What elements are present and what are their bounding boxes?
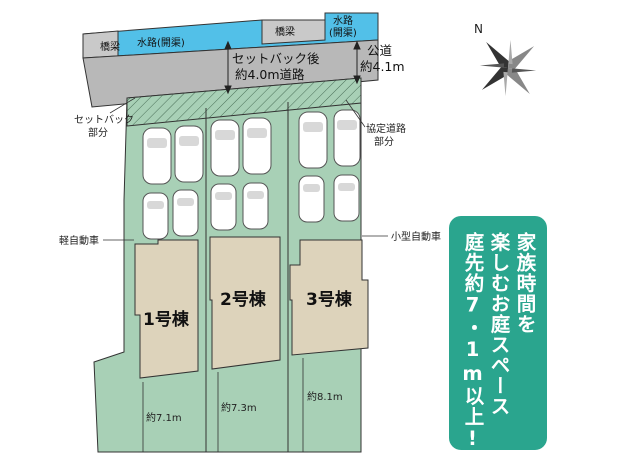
car — [333, 109, 361, 167]
car — [242, 117, 272, 175]
house-2-label: 2号棟 — [220, 289, 267, 310]
car — [298, 175, 325, 223]
house-1 — [134, 239, 199, 379]
agreement-road-label-2: 部分 — [374, 135, 394, 148]
canal-label-left: 水路(開渠) — [137, 36, 185, 49]
canal-label-right-2: (開渠) — [329, 27, 357, 39]
public-road-label: 公道 — [367, 43, 393, 58]
garden-depth-2: 約7.3m — [221, 401, 257, 414]
car — [210, 183, 237, 231]
road-width-label: 約4.0m道路 — [235, 67, 305, 82]
garden-depth-1: 約7.1m — [146, 411, 182, 424]
callout-line-2: 楽しむお庭スペース — [487, 232, 510, 417]
callout-line-3: 庭先約7・1m以上! — [461, 232, 484, 451]
garden-callout: 家族時間を 楽しむお庭スペース 庭先約7・1m以上! — [449, 216, 547, 451]
setback-part-label-2: 部分 — [88, 126, 108, 139]
car — [142, 127, 172, 185]
road-width-arrow — [224, 40, 361, 95]
compass-north-label: N — [474, 22, 483, 36]
road — [82, 39, 379, 108]
bridge-label-left: 橋梁 — [100, 40, 120, 53]
setback-part-label-1: セットバック — [74, 114, 134, 126]
compass-icon — [479, 39, 537, 97]
car — [333, 174, 360, 222]
car — [298, 111, 328, 169]
house-2 — [209, 236, 281, 370]
car — [142, 192, 169, 240]
canal-label-right-1: 水路 — [333, 14, 353, 27]
compact-car-label: 小型自動車 — [391, 230, 441, 243]
callout-line-1: 家族時間を — [513, 232, 536, 335]
public-road-width: 約4.1m — [360, 59, 405, 74]
light-car-label: 軽自動車 — [59, 234, 99, 247]
leader-lines — [103, 97, 388, 241]
car-windows — [147, 120, 357, 209]
bridge-label-right: 橋梁 — [275, 25, 295, 38]
dimension-lines — [138, 358, 308, 453]
agreement-road-label-1: 協定道路 — [366, 122, 406, 135]
garden-depth-3: 約8.1m — [307, 390, 343, 403]
car — [242, 182, 269, 230]
bridge-right — [261, 19, 326, 45]
house-3-label: 3号棟 — [306, 289, 353, 310]
setback-after-label: セットバック後 — [232, 51, 320, 66]
car — [172, 189, 199, 237]
car — [174, 125, 204, 183]
setback-strip — [126, 77, 362, 127]
house-3 — [289, 239, 369, 356]
house-1-label: 1号棟 — [143, 309, 190, 330]
car — [210, 119, 240, 177]
